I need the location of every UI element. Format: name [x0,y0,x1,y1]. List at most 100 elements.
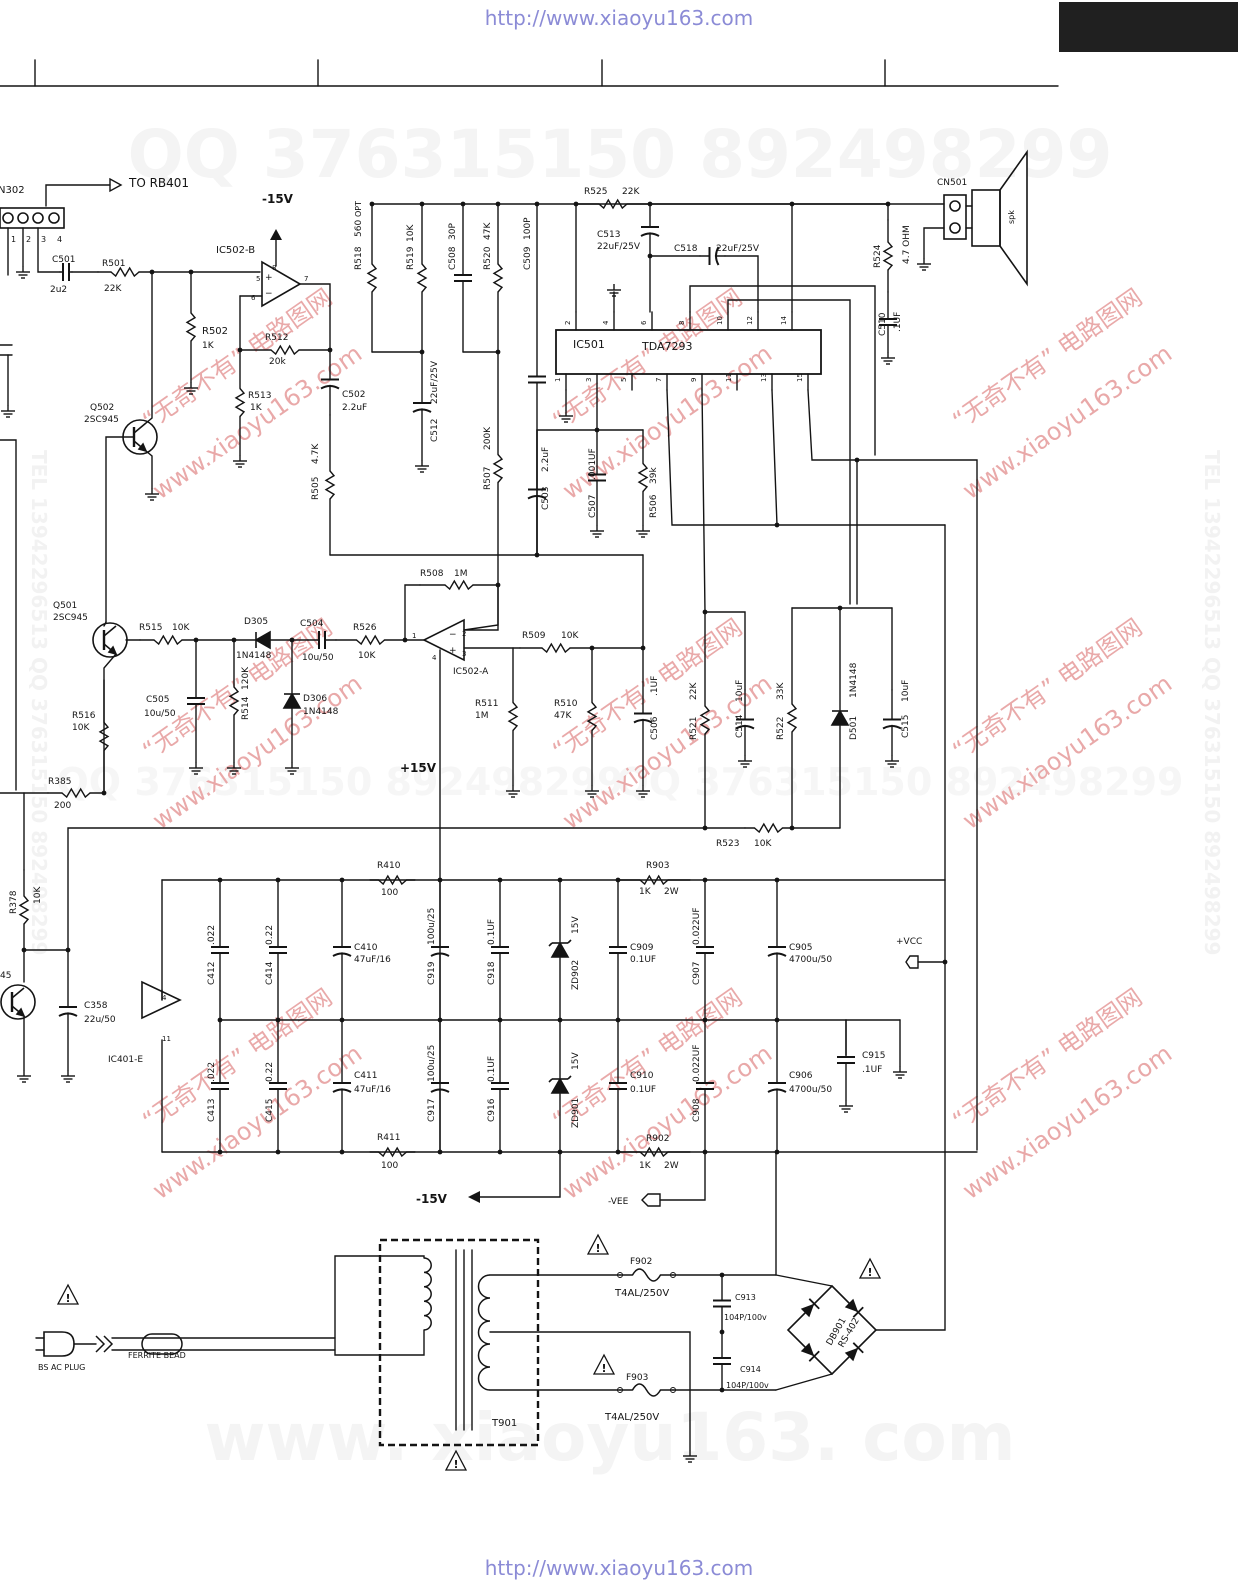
component-label: C916 [487,1098,497,1122]
r502 [185,312,197,342]
component-label: R523 [716,839,739,849]
component-label: 39k [649,467,659,484]
component-label: R378 [9,890,19,914]
component-label: .022 [207,1062,217,1082]
component-label: C518 [674,244,698,254]
c513 [640,226,660,237]
bridge-rectifier [786,1284,878,1376]
junction-dot [437,1149,443,1155]
pin-number: 14 [780,316,788,325]
component-label: R507 [483,467,493,490]
c907 [696,946,714,954]
ground-symbol [585,785,599,798]
r520 [492,263,504,293]
watermark-site: www.xiaoyu163.com [957,339,1177,505]
r411 [378,1146,407,1158]
wire [771,389,778,526]
zd902 [548,939,572,958]
watermark-tel: TEL 13942296513 QQ 376315150 892498299 [27,450,51,955]
component-label: 10K [72,723,90,733]
connector-pin [48,212,60,224]
junction-dot [719,1387,725,1393]
wire [775,1373,833,1391]
transformer-label: T901 [491,1418,517,1429]
c413 [211,1082,229,1090]
junction-dot [615,1149,621,1155]
watermark-tag: “无奇不有” 电路图网 [137,613,337,765]
ac-plug-label: BS AC PLUG [38,1363,85,1372]
component-label: C415 [265,1099,275,1122]
wire [727,299,851,605]
watermark-site: www.xiaoyu163.com [147,669,367,835]
strain-relief [95,1335,114,1353]
junction-dot [789,201,795,207]
ic502a-label: IC502-A [453,667,489,677]
component-label: 15V [571,1052,581,1070]
cn501-label: CN501 [937,178,967,188]
c916 [491,1082,509,1090]
wire [37,227,61,273]
watermark-site: www.xiaoyu163.com [557,1039,777,1205]
r524 [882,241,894,271]
watermark-tag: “无奇不有” 电路图网 [137,283,337,435]
pin-number: 10 [716,316,724,325]
ground-symbol [885,755,899,768]
c906 [767,1082,787,1093]
component-label: C509 [523,246,533,270]
component-label: 2SC945 [53,613,88,623]
warning-icon [592,1353,616,1375]
junction-dot [369,201,375,207]
component-label: C413 [207,1099,217,1122]
ferrite-bead [141,1333,183,1355]
component-label: R508 [420,569,444,579]
source-url-bottom[interactable]: http://www.xiaoyu163.com [484,1556,754,1580]
component-label: C506 [650,716,660,740]
wire [875,879,946,1331]
r410 [378,874,407,886]
junction-dot [149,269,155,275]
warning-mark: ! [601,1362,606,1375]
component-label: R510 [554,699,578,709]
component-label: C414 [265,961,275,985]
component-label: C909 [630,943,654,953]
pin-number: 6 [251,294,256,302]
component-label: 0.022UF [692,1044,702,1082]
junction-dot [647,253,653,259]
component-label: T4AL/250V [614,1288,669,1299]
pin-number: 8 [272,264,276,272]
component-label: R506 [649,494,659,518]
wire [145,271,153,424]
vee-terminal [641,1193,661,1207]
source-url-top[interactable]: http://www.xiaoyu163.com [484,6,754,30]
d305 [254,630,271,650]
junction-dot [497,1017,503,1023]
component-label: R512 [265,333,288,343]
junction-dot [885,201,891,207]
component-label: F902 [630,1257,652,1267]
junction-dot [419,349,425,355]
component-label: C504 [300,619,324,629]
component-label: R514 [241,696,251,720]
pin-number: 11 [725,373,733,382]
pin-number: 8 [678,321,686,325]
component-label: C501 [52,255,75,265]
component-label: 33K [776,682,786,700]
rail-label: -VEE [608,1197,629,1207]
component-label: 100 [381,1161,398,1171]
bridge-diode [844,1342,864,1362]
fuse-terminal [670,1387,676,1393]
component-label: 1K [639,1161,652,1171]
component-label: C515 [901,715,911,738]
junction-dot [275,1149,281,1155]
wire [67,827,706,951]
component-label: 10K [561,631,579,641]
r522 [786,703,798,733]
watermark-big-site: www. xiaoyu163. com [205,1399,1016,1476]
pin-number: 6 [640,320,648,325]
c905 [767,946,787,957]
partial-transistor [0,984,36,1020]
pin-number: 1 [554,378,562,382]
wire [0,439,17,791]
junction-dot [774,1017,780,1023]
